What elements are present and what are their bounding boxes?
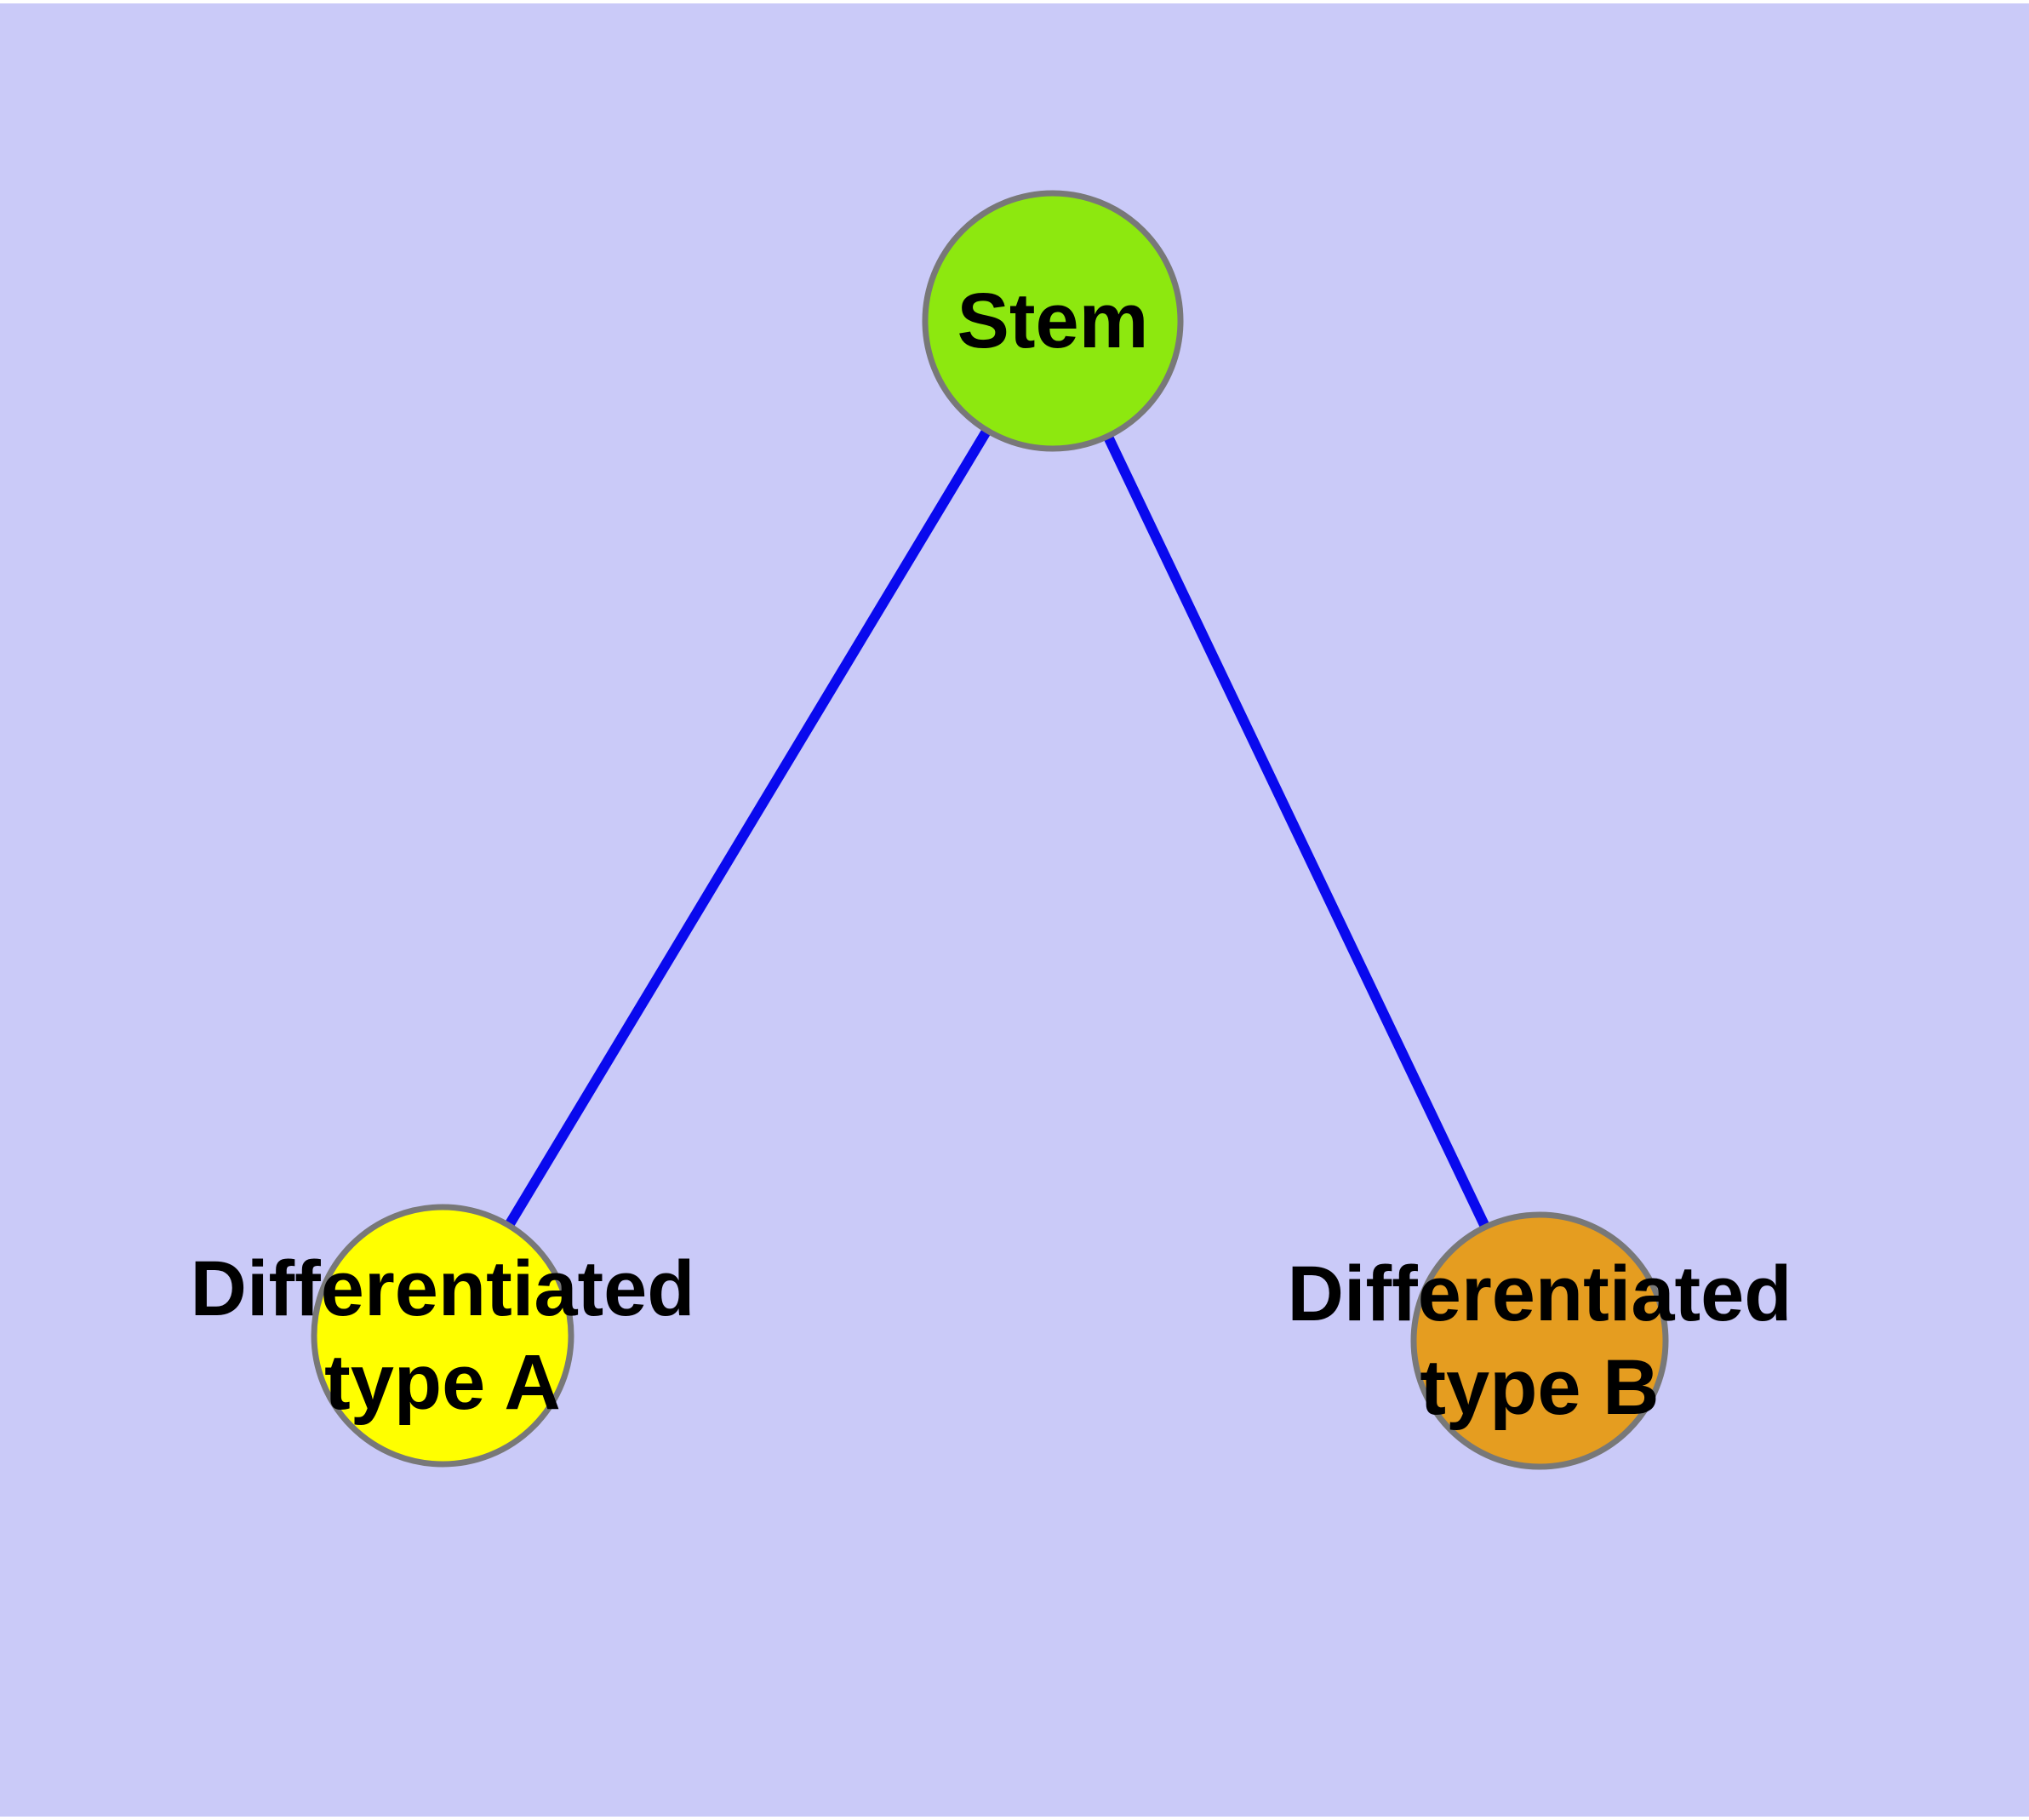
edge-stem-to-type-b[interactable]: [1048, 318, 1545, 1343]
node-stem-circle[interactable]: [922, 190, 1184, 452]
diagram-canvas: Stem Differentiated type A Differentiate…: [0, 3, 2029, 1817]
graph-svg: [311, 190, 1669, 1470]
node-differentiated-type-b-circle[interactable]: [1410, 1211, 1669, 1470]
edge-stem-to-type-a[interactable]: [437, 318, 1058, 1339]
node-differentiated-type-a-circle[interactable]: [311, 1204, 574, 1468]
